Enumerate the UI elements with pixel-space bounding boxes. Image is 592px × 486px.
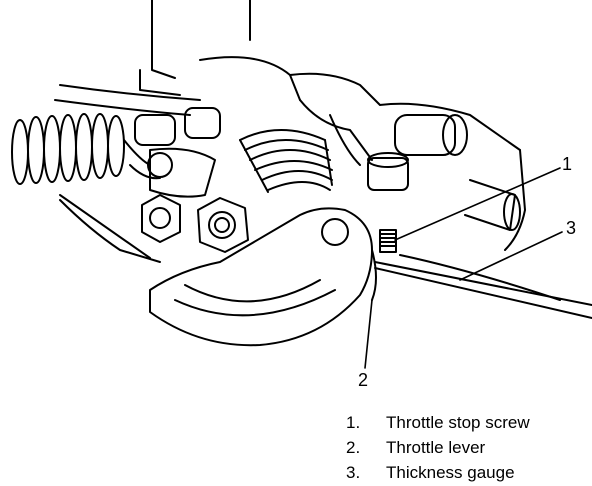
legend-item: 2. Throttle lever: [346, 435, 530, 460]
callout-2: 2: [358, 370, 368, 390]
engine-housing: [54, 0, 526, 263]
parts-legend: 1. Throttle stop screw 2. Throttle lever…: [346, 410, 530, 485]
thickness-gauge: [374, 254, 592, 319]
legend-item: 1. Throttle stop screw: [346, 410, 530, 435]
fittings: [134, 107, 521, 231]
legend-number: 3.: [346, 463, 361, 482]
legend-label: Throttle lever: [386, 438, 486, 457]
legend-label: Thickness gauge: [386, 463, 515, 482]
callout-3: 3: [566, 218, 576, 238]
legend-item: 3. Thickness gauge: [346, 460, 530, 485]
rubber-boot: [239, 129, 333, 193]
callout-1: 1: [562, 154, 572, 174]
return-spring: [11, 113, 161, 185]
legend-number: 2.: [346, 438, 361, 457]
leader-lines: [364, 167, 563, 369]
throttle-lever: [149, 207, 377, 347]
legend-number: 1.: [346, 413, 361, 432]
throttle-stop-screw: [379, 229, 397, 253]
legend-label: Throttle stop screw: [386, 413, 530, 432]
hex-nuts: [141, 194, 249, 253]
